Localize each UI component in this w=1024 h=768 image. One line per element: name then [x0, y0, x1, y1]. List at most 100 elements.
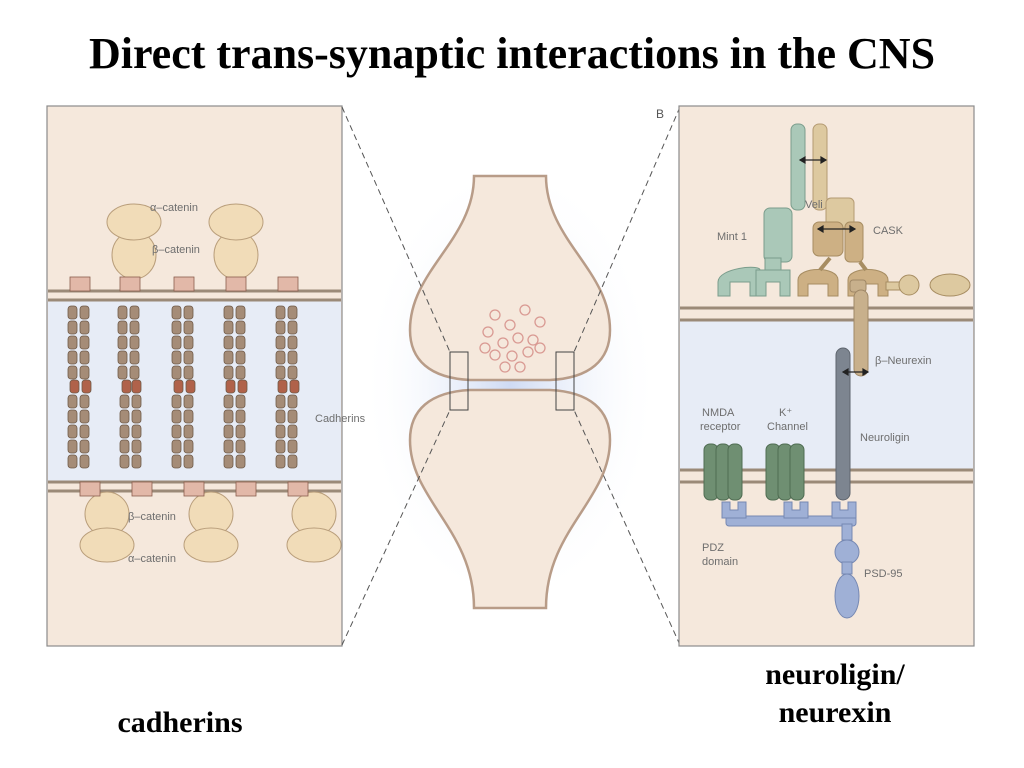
cadherin-domain: [183, 305, 194, 320]
beta-neurexin: [849, 279, 869, 377]
cadherin-domain: [131, 439, 142, 454]
cadherin-domain: [119, 424, 130, 439]
cadherin-domain: [275, 305, 286, 320]
label-cask: CASK: [873, 225, 904, 237]
vesicle: [482, 326, 494, 338]
cadherin-domain: [79, 365, 90, 380]
cadherin-domain: [117, 305, 128, 320]
cadherin-domain: [171, 350, 182, 365]
vesicle: [489, 309, 501, 321]
cadherin-domain: [183, 320, 194, 335]
cadherin-domain: [275, 439, 286, 454]
cadherin-domain: [79, 394, 90, 409]
cadherin-domain: [183, 424, 194, 439]
cadherin-domain: [121, 379, 132, 394]
label-beta-catenin-top: β–catenin: [152, 244, 200, 256]
cadherin-domain: [223, 454, 234, 469]
neuroligin: [835, 347, 851, 501]
cadherin-anchor: [131, 481, 153, 497]
vesicle: [534, 316, 546, 328]
cadherin-domain: [171, 335, 182, 350]
cadherin-domain: [79, 350, 90, 365]
cadherin-domain: [67, 320, 78, 335]
cadherin-domain: [287, 305, 298, 320]
cadherin-domain: [223, 335, 234, 350]
label-alpha-catenin-top: α–catenin: [150, 202, 198, 214]
cadherin-domain: [275, 365, 286, 380]
cadherin-domain: [223, 365, 234, 380]
cadherin-domain: [129, 320, 140, 335]
cadherin-domain: [223, 394, 234, 409]
cadherin-domain: [289, 379, 300, 394]
cadherin-domain: [79, 409, 90, 424]
vesicle: [497, 337, 509, 349]
cadherin-domain: [223, 320, 234, 335]
cadherin-domain: [287, 365, 298, 380]
cadherin-domain: [235, 320, 246, 335]
label-cadherins: Cadherins: [315, 413, 366, 425]
cadherin-domain: [67, 365, 78, 380]
cadherin-domain: [287, 439, 298, 454]
label-k-line1: K⁺: [779, 407, 792, 419]
panel-letter: B: [656, 107, 664, 121]
label-k-line2: Channel: [767, 421, 808, 433]
postsynaptic-terminal: [408, 388, 612, 610]
k-channel: [765, 443, 805, 501]
cadherin-domain: [277, 379, 288, 394]
pre-membrane: [680, 306, 973, 322]
neurexin-binding-arrow: [841, 367, 870, 377]
cadherin-domain: [183, 350, 194, 365]
cadherin-domain: [67, 409, 78, 424]
label-veli: Veli: [805, 199, 823, 211]
label-pdz-line1: PDZ: [702, 542, 724, 554]
cadherin-domain: [275, 350, 286, 365]
cadherin-domain: [131, 424, 142, 439]
cadherin-domain: [171, 439, 182, 454]
cadherin-domain: [171, 394, 182, 409]
cadherin-domain: [117, 320, 128, 335]
cadherin-domain: [223, 424, 234, 439]
cadherin-domain: [171, 454, 182, 469]
cadherin-domain: [287, 454, 298, 469]
cadherin-domain: [287, 350, 298, 365]
cadherin-domain: [235, 350, 246, 365]
cadherin-domain: [171, 305, 182, 320]
zoom-box-right: [555, 351, 575, 411]
slide-title: Direct trans-synaptic interactions in th…: [88, 29, 936, 78]
vesicle: [522, 346, 534, 358]
cadherin-domain: [275, 424, 286, 439]
neurexin-panel: B: [656, 105, 975, 647]
cadherin-domain: [129, 365, 140, 380]
caption-neuroligin-neurexin: neuroligin/ neurexin: [720, 656, 950, 732]
cadherin-domain: [185, 379, 196, 394]
cadherin-domain: [171, 365, 182, 380]
vesicle: [504, 319, 516, 331]
cadherin-domain: [235, 439, 246, 454]
cadherin-domain: [79, 335, 90, 350]
cadherin-domain: [171, 424, 182, 439]
cadherin-domain: [237, 379, 248, 394]
label-beta-neurexin: β–Neurexin: [875, 355, 931, 367]
cadherin-domain: [67, 439, 78, 454]
cadherin-domain: [171, 409, 182, 424]
zoom-lines: [341, 106, 681, 646]
cadherin-domain: [183, 409, 194, 424]
cadherin-domain: [129, 305, 140, 320]
cadherin-domain: [67, 305, 78, 320]
caption-right-line2: neurexin: [778, 696, 892, 729]
caption-cadherins: cadherins: [117, 706, 243, 739]
zoom-box-left: [449, 351, 469, 411]
vesicle: [479, 342, 491, 354]
vesicle: [514, 361, 526, 373]
cadherin-anchor: [183, 481, 205, 497]
cadherin-domain: [119, 409, 130, 424]
cadherin-domain: [275, 320, 286, 335]
cadherin-domain: [287, 335, 298, 350]
cadherin-domain: [223, 409, 234, 424]
cadherin-panel: α–catenin β–catenin Cadherins β–catenin …: [46, 105, 366, 647]
vesicle: [534, 342, 546, 354]
label-alpha-catenin-bottom: α–catenin: [128, 553, 176, 565]
cadherin-anchor: [277, 276, 299, 292]
label-beta-catenin-bottom: β–catenin: [128, 511, 176, 523]
presynaptic-terminal: [408, 174, 612, 382]
